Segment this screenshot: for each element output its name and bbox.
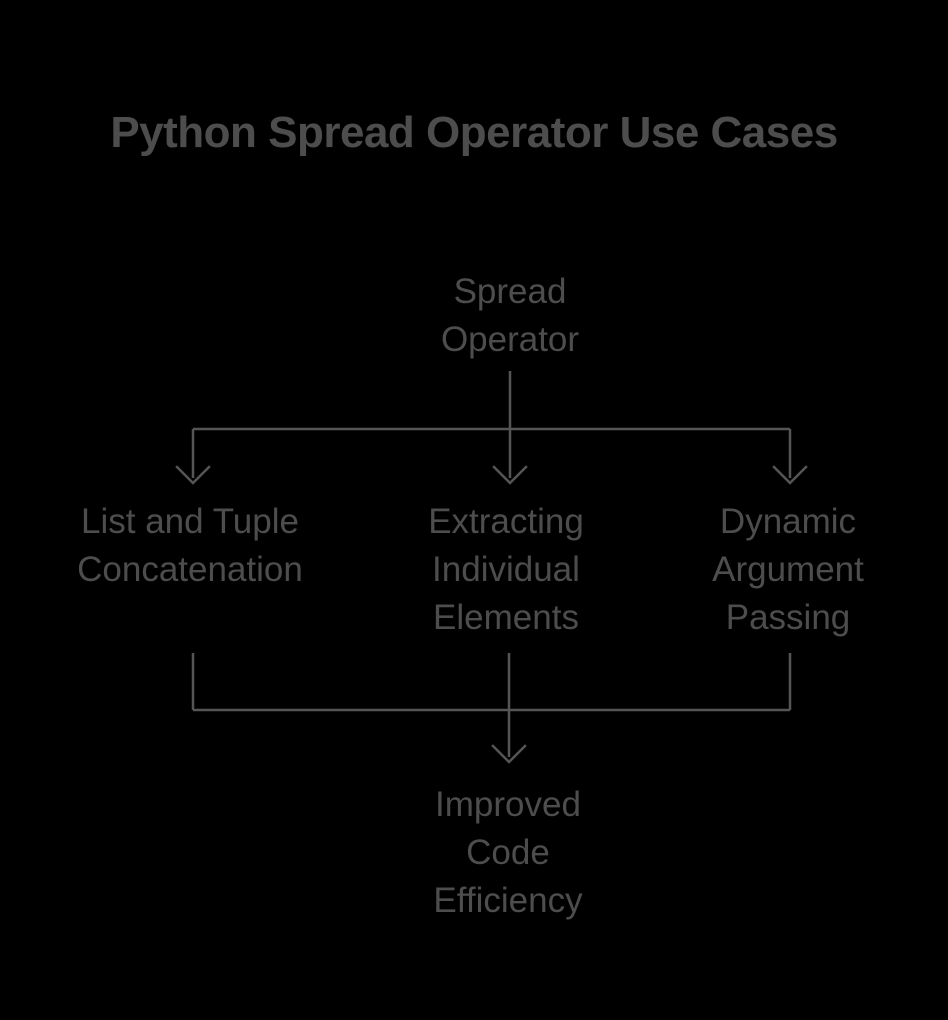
node-improved-code-efficiency: Improved Code Efficiency — [433, 785, 583, 920]
node-list-tuple-concatenation: List and Tuple Concatenation — [77, 502, 303, 589]
arrowhead-bottom-icon — [491, 744, 527, 764]
node-spread-operator: Spread Operator — [440, 272, 580, 359]
arrowhead-middle-icon — [492, 465, 528, 485]
node-extracting-individual-elements: Extracting Individual Elements — [428, 502, 584, 637]
arrowhead-left-icon — [175, 465, 211, 485]
diagram-title: Python Spread Operator Use Cases — [110, 108, 838, 157]
arrowhead-right-icon — [772, 465, 808, 485]
node-dynamic-argument-passing: Dynamic Argument Passing — [712, 502, 864, 637]
